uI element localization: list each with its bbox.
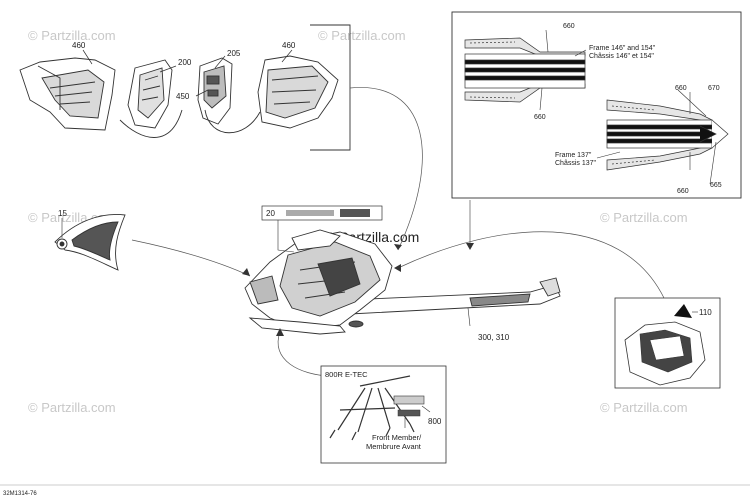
frame-137-label: Frame 137" [555,152,592,159]
frame-137-drawing [606,99,729,171]
callout-660-b: 660 [534,114,546,121]
engine-member-box: 800R E-TEC 800 Front Member/ Membrure Av… [320,365,447,464]
callout-200: 200 [178,58,192,67]
frame-146-label-fr: Châssis 146" et 154" [589,53,654,60]
side-panel-200 [127,59,173,129]
callout-660-d: 660 [677,188,689,195]
hood-part [54,214,126,271]
decal-strip [286,210,334,216]
front-member-label-fr: Membrure Avant [366,442,422,451]
side-panel-group [19,24,351,151]
callout-450: 450 [176,92,190,101]
callout-205: 205 [227,49,241,58]
frame-137-label-fr: Châssis 137" [555,160,597,167]
watermark-text: © Partzilla.com [600,210,688,225]
frame-146-label: Frame 146" and 154" [589,45,656,52]
decal-logo [340,209,370,217]
warning-triangle-icon [674,304,692,318]
watermark-text: © Partzilla.com [318,28,406,43]
engine-box-title: 800R E-TEC [325,370,368,379]
callout-460-right: 460 [282,41,296,50]
snowmobile-body [244,229,561,335]
decal-20: 20 [261,205,383,253]
engine-box-border [320,365,447,464]
callout-670-label: 670 [708,85,720,92]
callout-460-left: 460 [72,41,86,50]
front-member-label: Front Member/ [372,433,422,442]
diagram-code: 32M1314-76 [3,491,37,497]
frame-146-154-drawing [464,37,586,103]
group-bracket [310,24,351,151]
callout-800: 800 [428,417,442,426]
watermark-text: © Partzilla.com [600,400,688,415]
front-part-box: 110 [614,297,721,389]
callout-110: 110 [699,308,712,317]
side-panel-left [19,57,116,131]
front-member-drawing [329,375,425,441]
side-panel-right [257,55,339,129]
watermark-text: © Partzilla.com [28,28,116,43]
callout-665: 665 [710,182,722,189]
callout-660-a: 660 [563,23,575,30]
callout-660-c: 660 [675,85,687,92]
side-panel-leaders [82,49,293,97]
callout-300-310: 300, 310 [478,333,510,342]
callout-20: 20 [266,209,275,218]
side-panel-205 [197,57,233,125]
callout-15: 15 [58,209,67,218]
frame-detail-box: 660 660 Frame 146" and 154" Châssis 146"… [451,11,742,199]
arrow-heads [242,243,474,336]
watermark-text: © Partzilla.com [28,400,116,415]
